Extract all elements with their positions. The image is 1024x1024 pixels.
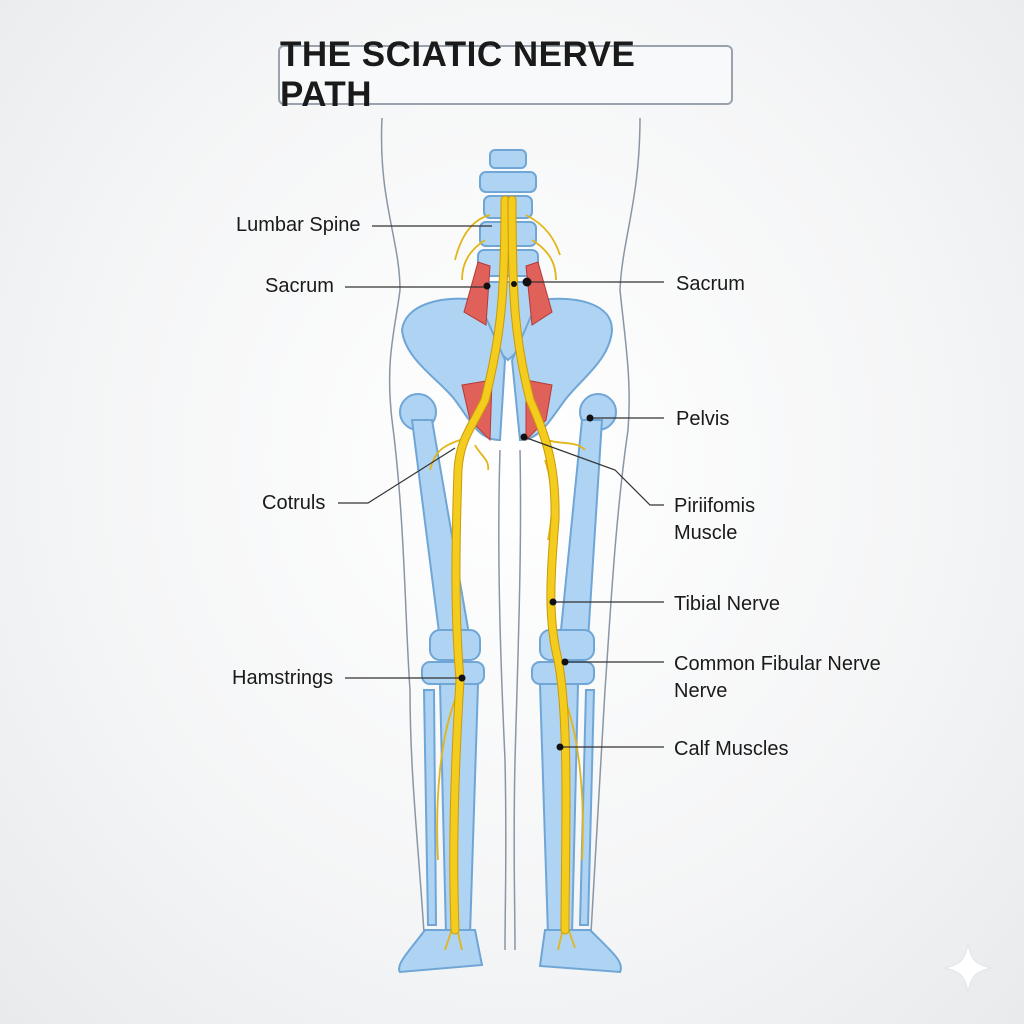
label-hamstrings-text: Hamstrings	[232, 667, 333, 689]
label-hamstrings: Hamstrings	[232, 667, 466, 689]
label-calf-muscles: Calf Muscles	[556, 738, 788, 760]
title-box: THE SCIATIC NERVE PATH	[278, 35, 733, 114]
diagram-title: THE SCIATIC NERVE PATH	[280, 35, 636, 114]
label-pelvis-text: Pelvis	[676, 408, 729, 430]
sciatic-nerves	[429, 195, 586, 951]
feet	[398, 929, 622, 974]
label-calf-muscles-text: Calf Muscles	[674, 738, 788, 760]
label-sacrum-left: Sacrum	[265, 275, 491, 297]
label-common-fibular-text-1: Common Fibular Nerve	[674, 653, 881, 675]
label-sacrum-left-text: Sacrum	[265, 275, 334, 297]
label-lumbar-spine-text: Lumbar Spine	[236, 214, 361, 236]
sparkle-icon	[943, 943, 993, 993]
label-pelvis: Pelvis	[586, 408, 729, 430]
label-piriformis-text-2: Muscle	[674, 522, 737, 544]
label-piriformis: Piriifomis Muscle	[520, 433, 755, 544]
label-tibial-nerve-text: Tibial Nerve	[674, 593, 780, 615]
label-lumbar-spine: Lumbar Spine	[236, 214, 492, 236]
femurs	[410, 419, 604, 661]
label-sacrum-right: Sacrum	[511, 273, 745, 295]
label-common-fibular-nerve: Common Fibular Nerve Nerve	[561, 653, 881, 702]
label-sacrum-right-text: Sacrum	[676, 273, 745, 295]
label-cotruls-text: Cotruls	[262, 492, 325, 514]
body-outline	[380, 117, 641, 951]
label-cotruls: Cotruls	[262, 447, 456, 514]
label-tibial-nerve: Tibial Nerve	[549, 593, 780, 615]
label-common-fibular-text-2: Nerve	[674, 680, 727, 702]
label-piriformis-text-1: Piriifomis	[674, 495, 755, 517]
